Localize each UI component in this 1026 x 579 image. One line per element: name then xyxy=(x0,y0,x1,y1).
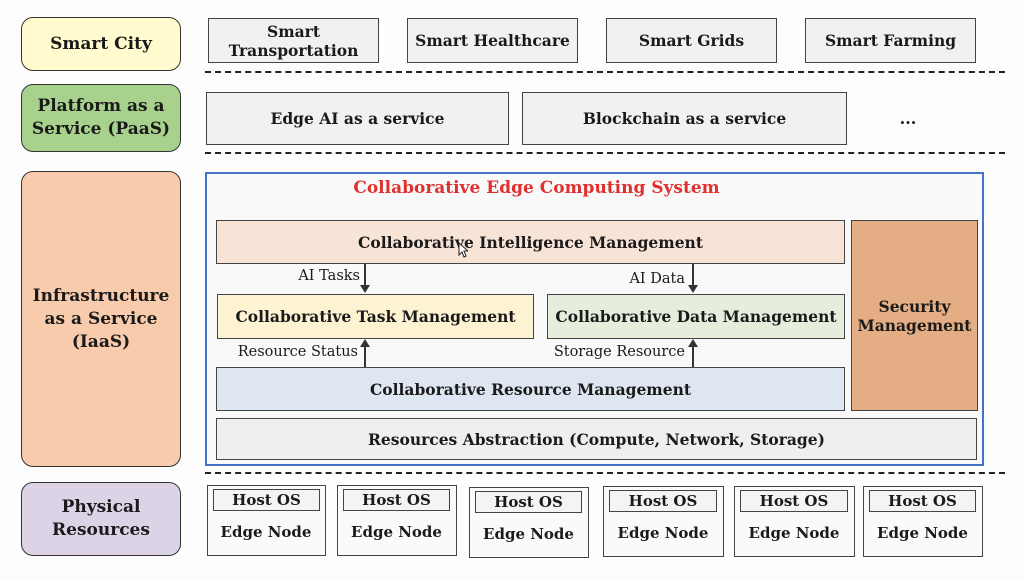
layer-iaas: Infrastructure as a Service (IaaS) xyxy=(21,171,181,467)
edge-node-2: Host OS Edge Node xyxy=(337,485,457,556)
edge-node-6: Host OS Edge Node xyxy=(863,486,983,557)
label-ai-data: AI Data xyxy=(629,271,685,287)
host-os-label: Host OS xyxy=(343,489,450,511)
edge-node-3: Host OS Edge Node xyxy=(469,487,589,558)
arrow-resource-status-head xyxy=(360,339,370,347)
data-management: Collaborative Data Management xyxy=(547,294,845,339)
intelligence-management: Collaborative Intelligence Management xyxy=(216,220,845,264)
host-os-label: Host OS xyxy=(869,490,976,512)
arrow-ai-data-line xyxy=(692,264,694,286)
task-management: Collaborative Task Management xyxy=(217,294,534,339)
arrow-storage-resource-head xyxy=(688,339,698,347)
edge-node-label: Edge Node xyxy=(483,525,574,543)
edge-node-label: Edge Node xyxy=(617,524,709,542)
edge-node-5: Host OS Edge Node xyxy=(734,486,855,557)
layer-paas: Platform as a Service (PaaS) xyxy=(21,84,181,152)
arrow-ai-tasks-head xyxy=(360,285,370,293)
edge-node-label: Edge Node xyxy=(220,523,312,541)
edge-node-label: Edge Node xyxy=(877,524,968,542)
host-os-label: Host OS xyxy=(609,490,717,512)
arrow-ai-data-head xyxy=(688,285,698,293)
mouse-cursor-icon xyxy=(458,242,468,258)
host-os-label: Host OS xyxy=(740,490,848,512)
service-more-ellipsis: ... xyxy=(899,109,917,128)
arrow-storage-resource-line xyxy=(692,347,694,367)
app-smart-grids: Smart Grids xyxy=(606,18,777,63)
edge-node-4: Host OS Edge Node xyxy=(603,486,724,557)
layer-smart-city: Smart City xyxy=(21,17,181,71)
app-smart-healthcare: Smart Healthcare xyxy=(407,18,578,63)
resources-abstraction: Resources Abstraction (Compute, Network,… xyxy=(216,418,977,460)
host-os-label: Host OS xyxy=(475,491,582,513)
app-smart-farming: Smart Farming xyxy=(805,18,976,63)
arrow-ai-tasks-line xyxy=(364,264,366,286)
label-storage-resource: Storage Resource xyxy=(553,344,685,360)
edge-node-label: Edge Node xyxy=(748,524,840,542)
host-os-label: Host OS xyxy=(213,489,320,511)
label-resource-status: Resource Status xyxy=(237,344,358,360)
security-management: Security Management xyxy=(851,220,978,411)
arrow-resource-status-line xyxy=(364,347,366,367)
edge-node-label: Edge Node xyxy=(351,523,442,541)
layer-physical: Physical Resources xyxy=(21,482,181,556)
service-edge-ai: Edge AI as a service xyxy=(206,92,509,145)
app-smart-transportation: Smart Transportation xyxy=(208,18,379,63)
label-ai-tasks: AI Tasks xyxy=(298,268,360,284)
divider-1 xyxy=(205,71,1005,73)
divider-2 xyxy=(205,152,1005,154)
edge-node-1: Host OS Edge Node xyxy=(207,485,326,556)
system-title: Collaborative Edge Computing System xyxy=(353,178,720,198)
service-blockchain: Blockchain as a service xyxy=(522,92,847,145)
divider-3 xyxy=(205,472,1005,474)
resource-management: Collaborative Resource Management xyxy=(216,367,845,411)
